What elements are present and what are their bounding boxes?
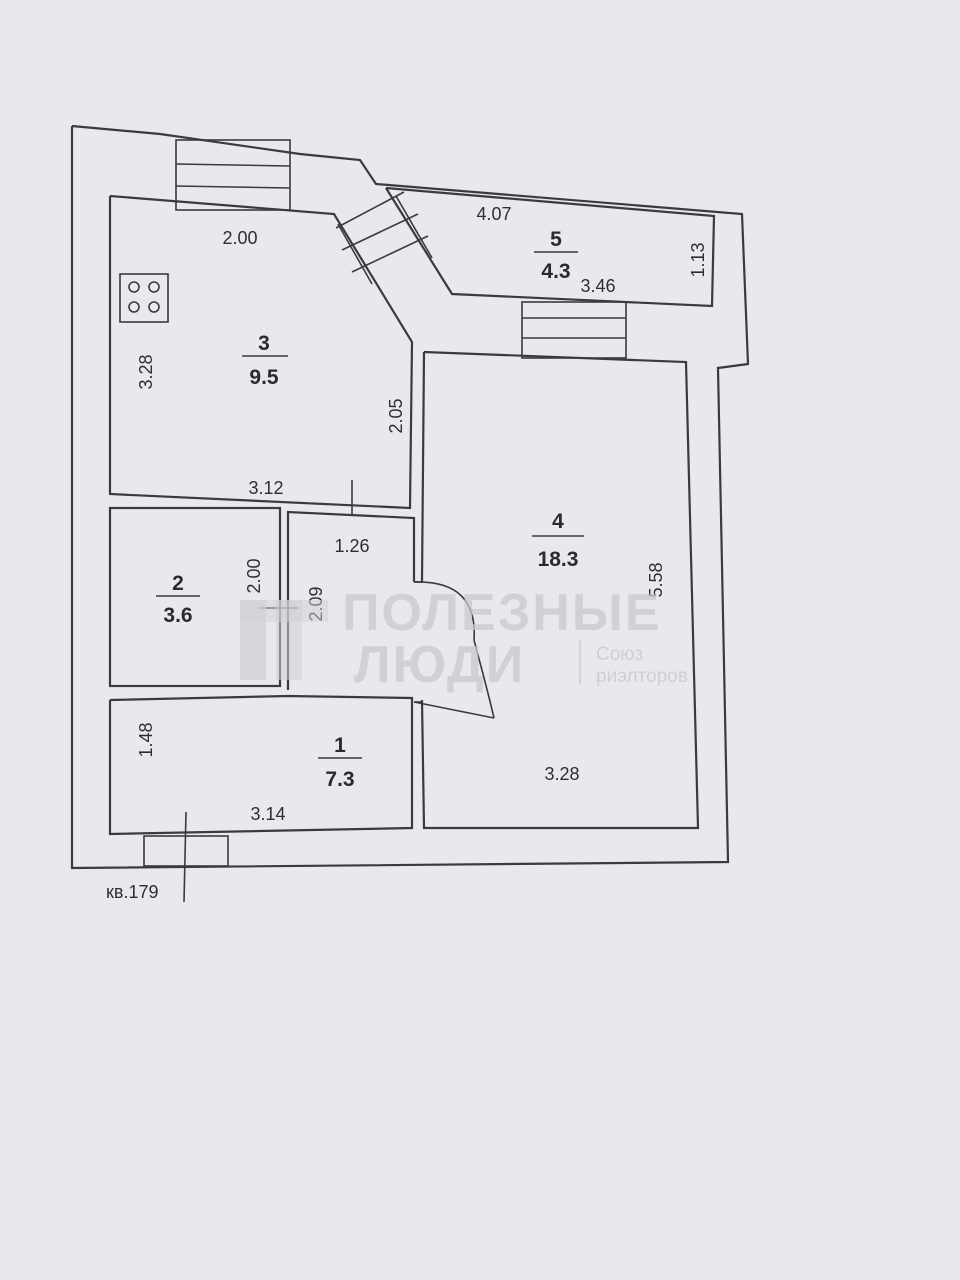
dimension-r4-bottom: 3.28 [544,764,579,784]
room-area: 7.3 [325,768,354,791]
watermark-logo-icon [240,600,328,680]
dimension-r5-right: 1.13 [688,242,708,277]
dimension-r1-left: 1.48 [136,722,156,757]
watermark-line-2: ЛЮДИ [354,636,525,694]
window-room-3 [175,139,291,211]
room-number: 1 [334,734,346,757]
entrance-door [143,811,229,903]
room-5-label: 5 4.3 [534,228,578,283]
room-3-kitchen [108,194,414,516]
room-5-balcony [385,186,716,308]
outer-walls [70,124,750,870]
room-number: 5 [550,228,562,251]
room-2-bathroom [108,506,298,688]
room-4-living [420,350,700,830]
room-3-label: 3 9.5 [242,332,288,389]
apartment-label: кв.179 [106,882,158,902]
dimension-r5-top: 4.07 [476,204,511,224]
watermark-sub-2: риэлторов [596,666,688,687]
watermark: ПОЛЕЗНЫЕ ЛЮДИ Союз риэлторов [240,584,688,694]
room-area: 9.5 [249,366,279,389]
dimension-r1-bottom: 3.14 [250,804,285,824]
room-number: 3 [258,332,270,355]
watermark-line-1: ПОЛЕЗНЫЕ [342,584,661,642]
room-area: 18.3 [538,548,579,571]
room-1-hallway [108,694,414,836]
dimension-r3-left: 3.28 [136,354,156,389]
room-number: 4 [552,510,564,533]
dimension-r3-top: 2.00 [222,228,257,248]
dimension-r4-right: 5.58 [646,562,666,597]
double-door-room-4 [413,581,495,719]
dimension-r5-bottom: 3.46 [580,276,615,296]
room-area: 3.6 [163,604,192,627]
dimension-r3-right: 2.05 [386,398,406,433]
room-1-label: 1 7.3 [318,734,362,791]
stove-icon [119,273,169,323]
room-2-label: 2 3.6 [156,572,200,627]
dimension-corridor-top: 1.26 [334,536,369,556]
watermark-sub-1: Союз [596,644,643,665]
window-room-4 [521,301,627,359]
dimension-r3-bottom: 3.12 [248,478,283,498]
room-number: 2 [172,572,184,595]
room-area: 4.3 [541,260,570,283]
room-4-label: 4 18.3 [532,510,584,571]
dimension-r2-right: 2.00 [244,558,264,593]
